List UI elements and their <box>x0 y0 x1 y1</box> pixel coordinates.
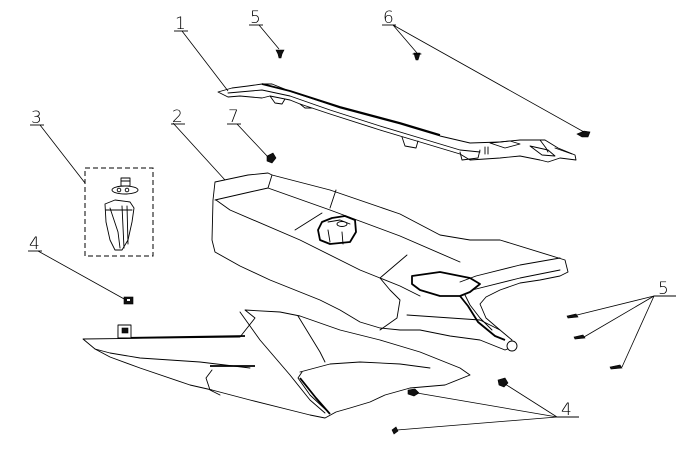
hardware-screw-5-right-c[interactable] <box>609 364 623 370</box>
hardware-clipnut-4-right-a[interactable] <box>497 377 509 388</box>
callout-1[interactable]: 1 <box>174 14 188 34</box>
callout-4-right[interactable]: 4 <box>557 400 579 420</box>
callout-7[interactable]: 7 <box>227 107 241 127</box>
hardware-screw-5-right-a[interactable] <box>566 313 579 319</box>
leader-lines <box>37 24 655 431</box>
callout-2[interactable]: 2 <box>171 107 185 127</box>
callout-number: 4 <box>561 400 572 420</box>
fuel-cap <box>317 215 357 245</box>
hardware-clipnut-4-right-c[interactable] <box>391 426 399 435</box>
callout-number: 5 <box>658 279 669 299</box>
hardware-grommet-7[interactable] <box>266 152 277 164</box>
hardware-clipnut-4-right-b[interactable] <box>407 388 420 397</box>
callout-5-top[interactable]: 5 <box>249 8 263 28</box>
hardware-screw-5-right-b[interactable] <box>573 334 586 340</box>
callout-4-left[interactable]: 4 <box>28 234 42 254</box>
callout-number: 3 <box>31 108 42 128</box>
callout-number: 6 <box>383 8 394 28</box>
callout-number: 2 <box>172 107 183 127</box>
callout-6[interactable]: 6 <box>382 8 396 28</box>
callout-number: 1 <box>175 14 186 34</box>
callout-3[interactable]: 3 <box>30 108 44 128</box>
part-1-rail-bracket[interactable] <box>217 83 577 163</box>
part-2-side-cover[interactable] <box>211 172 569 352</box>
callout-number: 4 <box>29 234 40 254</box>
hardware-screw-5-top[interactable] <box>275 49 285 59</box>
callout-number: 7 <box>228 107 239 127</box>
lower-side-panel[interactable] <box>82 309 471 419</box>
callout-number: 5 <box>250 8 261 28</box>
callout-5-right[interactable]: 5 <box>654 279 676 299</box>
part-3-latch-assembly[interactable] <box>84 167 154 257</box>
hardware-bolt-6-a[interactable] <box>412 52 422 61</box>
hardware-clipnut-4-left[interactable] <box>123 296 134 305</box>
